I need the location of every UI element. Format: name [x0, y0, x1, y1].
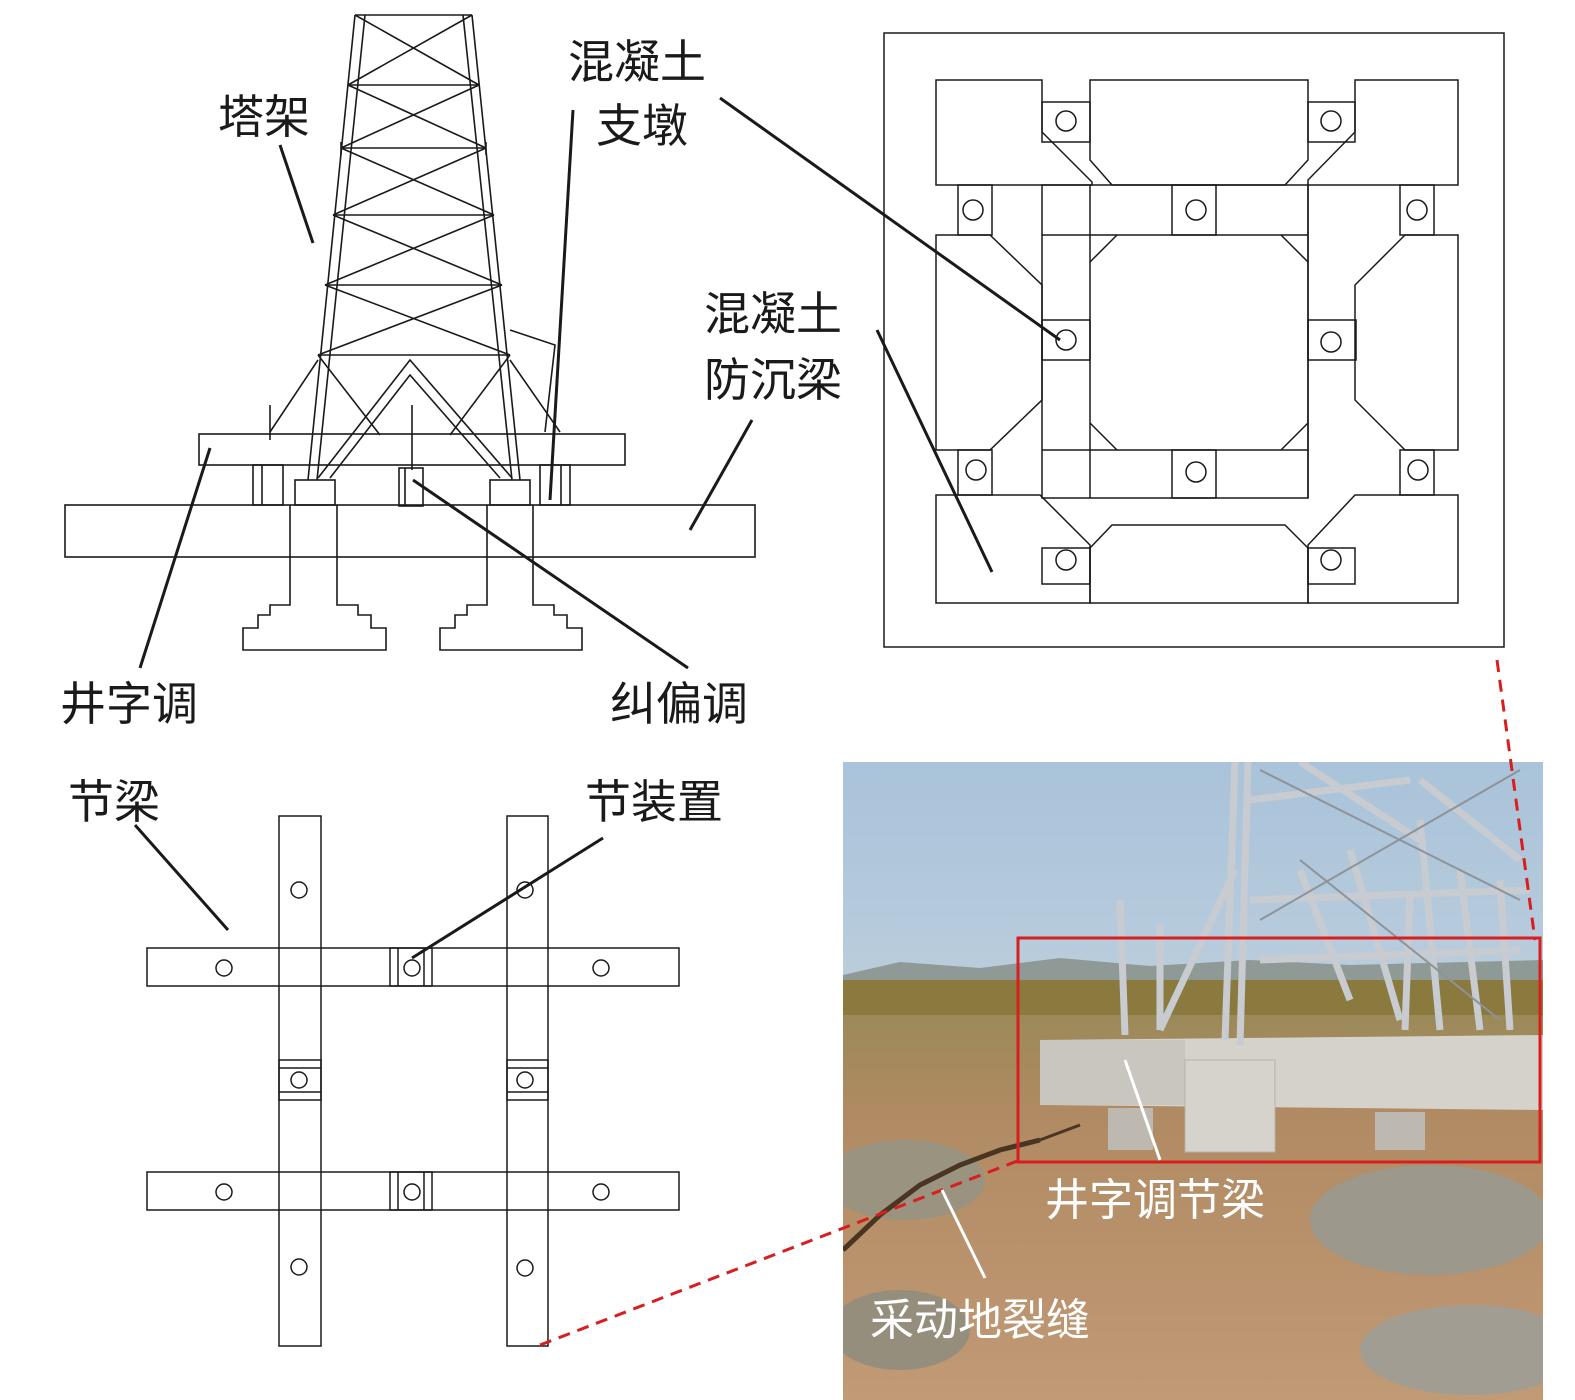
- tower-label: 塔架: [218, 90, 310, 144]
- grid-adjust-label-a: 井字调: [60, 677, 198, 731]
- leader-lines-grid: [133, 824, 604, 960]
- pier-label-line2: 支墩: [596, 99, 688, 153]
- photo-beam-label: 井字调节梁: [1045, 1175, 1265, 1226]
- antisink-beam-label-line2: 防沉梁: [704, 353, 842, 407]
- leader-lines-elevation: [138, 109, 754, 670]
- elevation-drawing: [64, 14, 756, 651]
- grid-beam-plan: [146, 815, 680, 1347]
- pier-label-line1: 混凝土: [568, 35, 706, 89]
- tower-lattice: [269, 14, 561, 481]
- foundation-plan: [883, 32, 1505, 648]
- leader-lines-plan: [719, 96, 1061, 573]
- grid-adjust-label-b: 节梁: [68, 775, 160, 829]
- site-photo: [843, 762, 1543, 1400]
- dashed-connectors: [539, 659, 1537, 1347]
- leader-lines-photo: [940, 1059, 1162, 1279]
- photo-crack-label: 采动地裂缝: [870, 1295, 1090, 1346]
- highlight-box: [1016, 936, 1542, 1164]
- antisink-beam-label-line1: 混凝土: [704, 287, 842, 341]
- deviation-label-b: 节装置: [585, 775, 723, 829]
- deviation-label-a: 纠偏调: [610, 677, 748, 731]
